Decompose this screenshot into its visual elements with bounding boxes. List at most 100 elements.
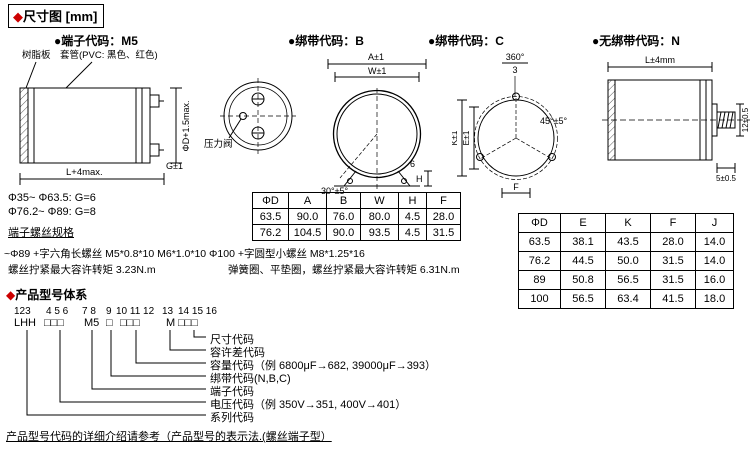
cell: 50.0 xyxy=(605,251,651,271)
cell: 90.0 xyxy=(288,208,327,225)
section-terminal-m5: ●端子代码：M5 xyxy=(54,34,138,48)
pn-code-group: □ xyxy=(106,317,113,329)
part-number-title-text: 产品型号体系 xyxy=(15,288,88,302)
dim-12-label: 12±0.5 xyxy=(741,107,750,132)
col-header: ΦD xyxy=(252,192,289,209)
cell: 14.0 xyxy=(695,232,734,252)
pn-code-group: □□□ xyxy=(44,317,64,329)
col-header: F xyxy=(426,192,461,209)
pn-position-group: 9 xyxy=(106,306,112,317)
cell: 76.2 xyxy=(518,251,561,271)
w-dim-label: W±1 xyxy=(368,66,386,76)
cell: 100 xyxy=(518,289,561,309)
part-number-section-title: ◆产品型号体系 xyxy=(6,286,87,303)
diamond-icon: ◆ xyxy=(6,288,16,302)
cell: 90.0 xyxy=(326,224,361,241)
pn-position-group: 14 15 16 xyxy=(178,306,217,317)
pn-position-group: 10 11 12 xyxy=(116,306,155,317)
torque-note-2: 弹簧圈、平垫圈，螺丝拧紧最大容许转矩 6.31N.m xyxy=(228,264,460,276)
screw-spec-title: 端子螺丝规格 xyxy=(8,227,74,239)
cell: 93.5 xyxy=(360,224,399,241)
col-header: A xyxy=(288,192,327,209)
pn-code-group: LHH xyxy=(14,317,37,329)
table-row: 76.2 104.5 90.0 93.5 4.5 31.5 xyxy=(252,224,461,241)
band-b-drawing xyxy=(327,59,432,190)
pitch-denominator-label: 3 xyxy=(512,65,517,75)
table-header-row: ΦD E K F J xyxy=(518,213,734,233)
cell: 56.5 xyxy=(605,270,651,290)
cell: 38.1 xyxy=(560,232,606,252)
diamond-icon: ◆ xyxy=(13,9,23,24)
cell: 50.8 xyxy=(560,270,606,290)
pn-label-tolerance-code: 容许差代码 xyxy=(210,347,265,359)
col-header: K xyxy=(605,213,651,233)
torque-note-1: 螺丝拧紧最大容许转矩 3.23N.m xyxy=(8,264,156,276)
cell: 28.0 xyxy=(650,232,696,252)
cell: 76.2 xyxy=(252,224,289,241)
cell: 63.5 xyxy=(518,232,561,252)
pn-label-terminal-code: 端子代码 xyxy=(210,386,254,398)
pn-position-group: 4 5 6 xyxy=(46,306,69,317)
table-row: 63.5 38.1 43.5 28.0 14.0 xyxy=(518,232,734,252)
band-n-drawing xyxy=(602,62,750,173)
pn-position-group: 7 8 xyxy=(82,306,96,317)
pn-label-voltage-code: 电压代码（例 350V→351, 400V→401） xyxy=(210,399,407,411)
terminal-m5-diagram: 树脂板 套管(PVC: 黑色、红色) L+4max. G±1 ΦD+1.5max… xyxy=(19,49,296,185)
page-title-text: 尺寸图 [mm] xyxy=(23,9,98,24)
cell: 31.5 xyxy=(650,251,696,271)
table-row: 76.2 44.5 50.0 31.5 14.0 xyxy=(518,251,734,271)
cell: 4.5 xyxy=(398,208,427,225)
cell: 63.4 xyxy=(605,289,651,309)
e-dim-label: E±1 xyxy=(461,130,471,145)
g-dim-label: G±1 xyxy=(166,161,183,171)
table-header-row: ΦD A B W H F xyxy=(252,192,461,209)
pressure-valve-label: 压力阀 xyxy=(204,138,233,150)
section-band-n: ●无绑带代码：N xyxy=(592,34,680,48)
screw-spec-note: ~Φ89 +字六角长螺丝 M5*0.8*10 M6*1.0*10 Φ100 +字… xyxy=(4,248,365,260)
col-header: ΦD xyxy=(518,213,561,233)
col-header: B xyxy=(326,192,361,209)
cell: 89 xyxy=(518,270,561,290)
pn-label-size-code: 尺寸代码 xyxy=(210,334,254,346)
col-header: J xyxy=(695,213,734,233)
sleeve-label: 套管(PVC: 黑色、红色) xyxy=(60,49,158,61)
band-n-diagram: L±4mm 12±0.5 5±0.5 xyxy=(602,55,750,183)
col-header: F xyxy=(650,213,696,233)
band-c-drawing xyxy=(457,62,558,198)
col-header: W xyxy=(360,192,399,209)
table-row: 100 56.5 63.4 41.5 18.0 xyxy=(518,289,734,309)
cell: 104.5 xyxy=(288,224,327,241)
n-length-dim-label: L±4mm xyxy=(645,55,675,65)
part-number-footnote: 产品型号代码的详细介绍请参考（产品型号的表示法.(螺丝端子型） xyxy=(6,431,332,443)
section-band-b: ●绑带代码：B xyxy=(288,34,364,48)
pn-leader-lines xyxy=(26,330,206,416)
pn-code-group: M xyxy=(166,317,176,329)
g-dimension-note-2: Φ76.2~ Φ89: G=8 xyxy=(8,206,96,218)
angle-30-label: 30°±5° xyxy=(321,186,349,196)
g-dimension-note-1: Φ35~ Φ63.5: G=6 xyxy=(8,192,96,204)
capacitor-top-view xyxy=(220,78,296,154)
table-row: 63.5 90.0 76.0 80.0 4.5 28.0 xyxy=(252,208,461,225)
cell: 31.5 xyxy=(650,270,696,290)
hole-dim-label: 6 xyxy=(410,159,415,169)
dim-5-label: 5±0.5 xyxy=(716,174,737,183)
cell: 4.5 xyxy=(398,224,427,241)
pn-position-group: 123 xyxy=(14,306,31,317)
capacitor-side-view xyxy=(19,61,182,185)
pn-label-band-code: 绑带代码(N,B,C) xyxy=(210,373,291,385)
dimension-table-ekfj: ΦD E K F J 63.5 38.1 43.5 28.0 14.0 76.2… xyxy=(518,213,734,309)
cell: 31.5 xyxy=(426,224,461,241)
cell: 43.5 xyxy=(605,232,651,252)
length-dim-label: L+4max. xyxy=(66,167,103,178)
band-c-diagram: 360° 3 45°±5° K±1 E±1 F xyxy=(452,52,568,198)
cell: 56.5 xyxy=(560,289,606,309)
cell: 44.5 xyxy=(560,251,606,271)
pn-position-group: 13 xyxy=(162,306,174,317)
cell: 28.0 xyxy=(426,208,461,225)
cell: 76.0 xyxy=(326,208,361,225)
pitch-numerator-label: 360° xyxy=(506,52,525,62)
cell: 14.0 xyxy=(695,251,734,271)
table-row: 89 50.8 56.5 31.5 16.0 xyxy=(518,270,734,290)
resin-plate-label: 树脂板 xyxy=(22,49,51,61)
